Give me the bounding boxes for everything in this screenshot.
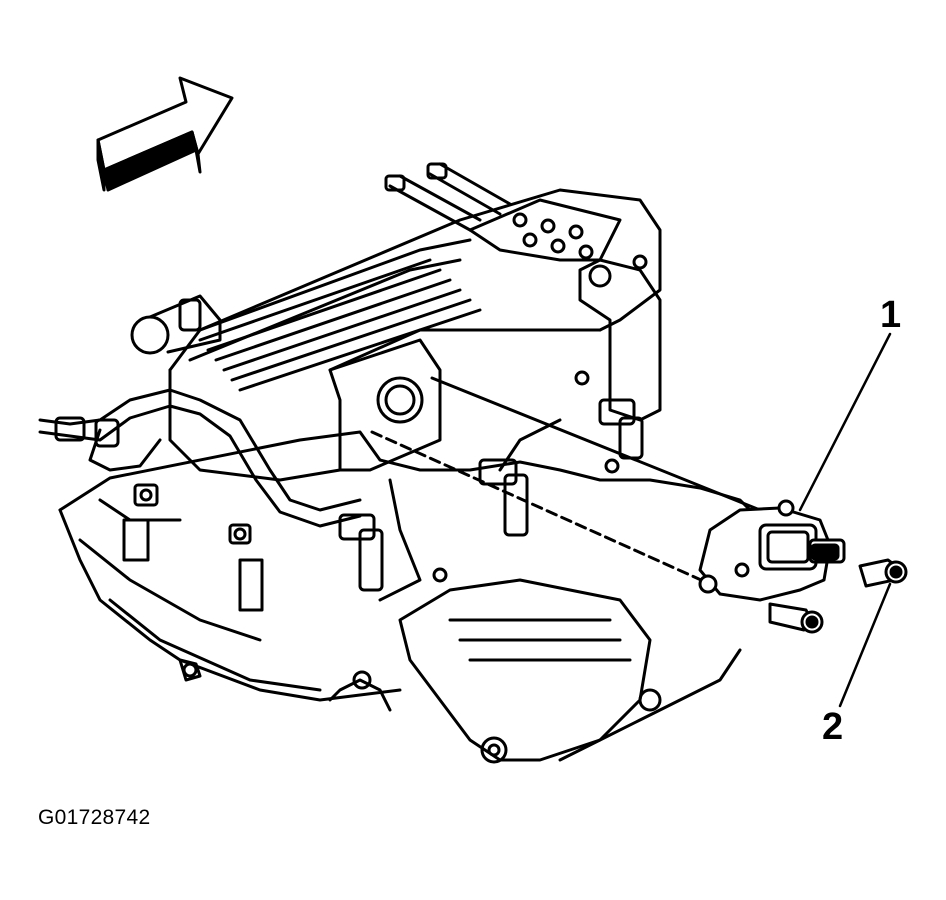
- direction-arrow-icon: [96, 76, 234, 192]
- figure-id: G01728742: [38, 806, 151, 829]
- lower-manifold: [398, 578, 742, 764]
- bolt: [858, 558, 908, 588]
- sensor-component: [698, 499, 846, 602]
- leader-line-1: [798, 332, 892, 512]
- leader-line-2: [838, 582, 892, 708]
- engine-block: [58, 430, 762, 712]
- callout-label-1: 1: [880, 294, 902, 336]
- upper-intake-plenum: [168, 162, 662, 482]
- fuel-injectors: [338, 370, 644, 602]
- callout-label-2: 2: [822, 706, 844, 748]
- purge-valve-and-hose: [38, 294, 362, 528]
- bolt: [768, 602, 824, 634]
- explode-lines: [370, 376, 762, 586]
